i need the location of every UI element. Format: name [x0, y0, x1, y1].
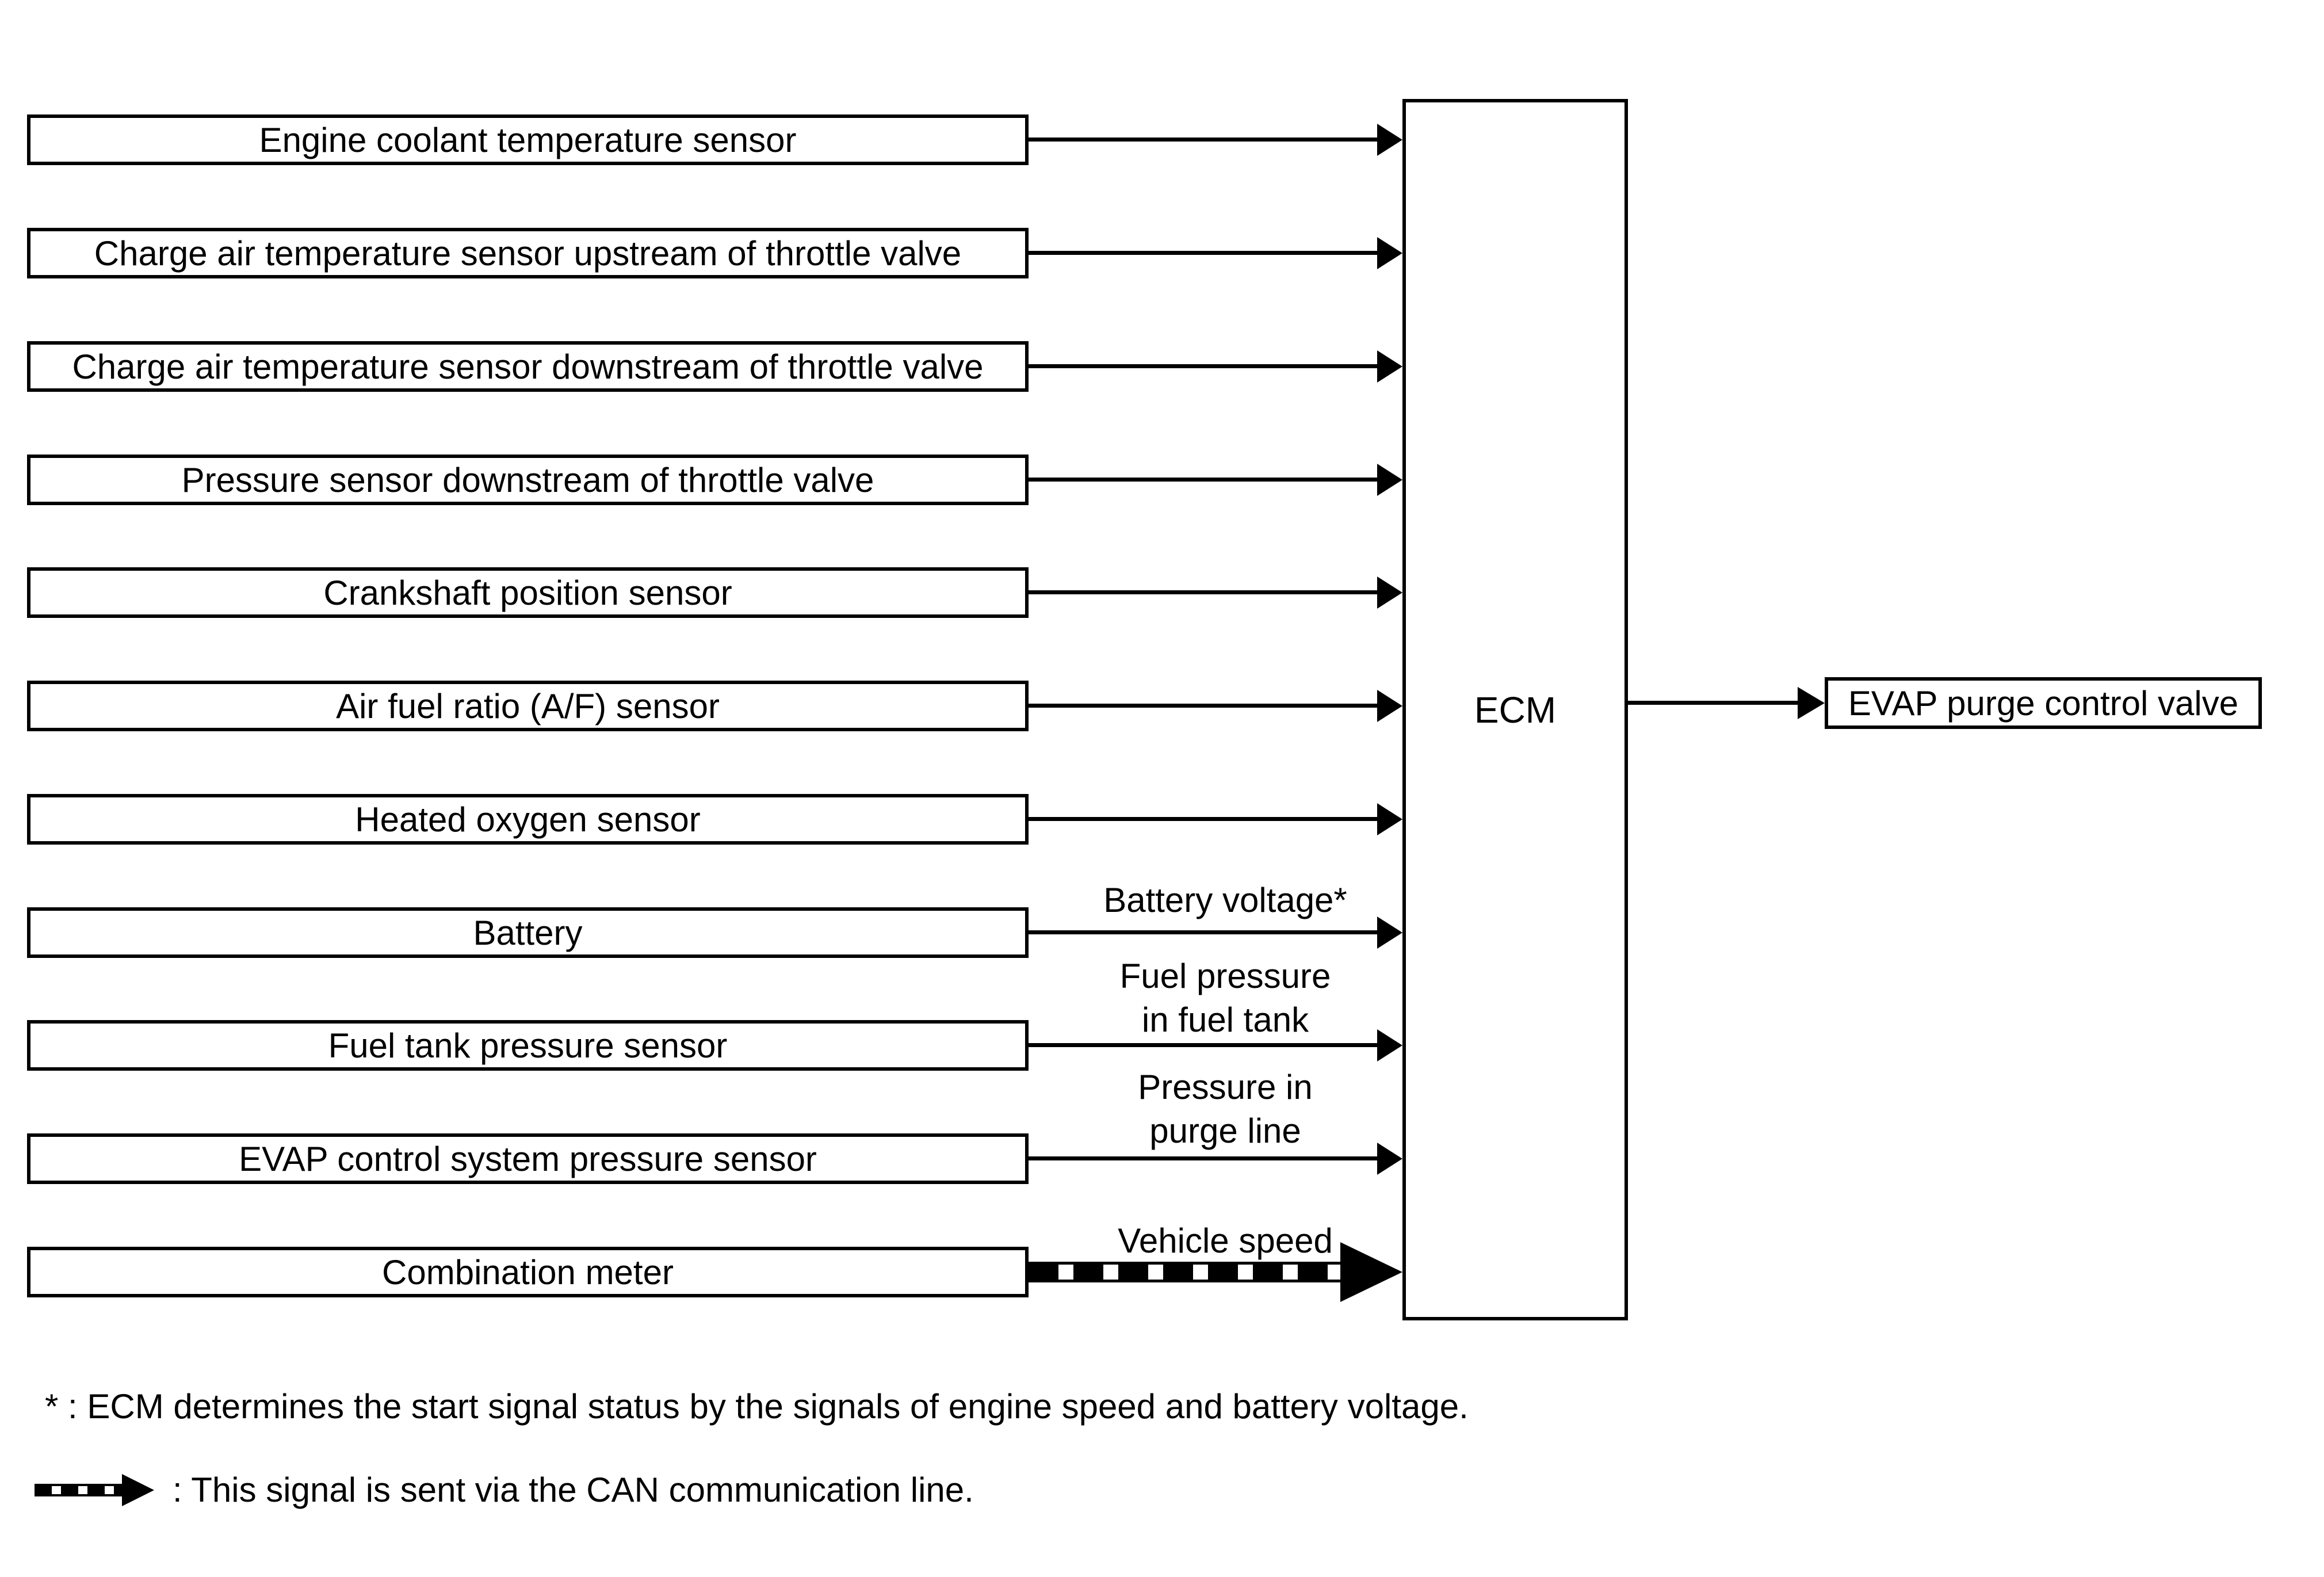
- arrow-pressure-sensor-to-ecm: [1029, 478, 1378, 482]
- arrowhead-icon: [1377, 803, 1402, 835]
- arrowhead-icon: [1377, 576, 1402, 609]
- arrowhead-icon: [1377, 1143, 1402, 1175]
- box-label: Engine coolant temperature sensor: [259, 120, 797, 159]
- box-evap-purge-control-valve: EVAP purge control valve: [1825, 677, 2262, 729]
- arrow-fuel-tank-pressure-to-ecm: [1029, 1043, 1378, 1047]
- signal-label-fuel-pressure: Fuel pressure in fuel tank: [1119, 957, 1331, 1039]
- box-charge-air-temp-sensor-downstream: Charge air temperature sensor downstream…: [27, 341, 1029, 392]
- signal-label-battery-voltage: Battery voltage*: [1103, 881, 1347, 919]
- arrow-engine-coolant-to-ecm: [1029, 138, 1378, 142]
- box-ecm: ECM: [1402, 99, 1628, 1320]
- can-legend-arrow-icon: [35, 1484, 122, 1496]
- box-label: Crankshaft position sensor: [323, 573, 732, 612]
- arrow-heated-oxygen-to-ecm: [1029, 817, 1378, 821]
- can-arrowhead-icon: [1340, 1242, 1402, 1302]
- box-pressure-sensor-downstream: Pressure sensor downstream of throttle v…: [27, 455, 1029, 505]
- can-legend-arrowhead-icon: [122, 1474, 154, 1506]
- arrowhead-icon: [1377, 690, 1402, 722]
- arrowhead-icon: [1377, 124, 1402, 156]
- arrow-crankshaft-to-ecm: [1029, 590, 1378, 594]
- box-engine-coolant-temperature-sensor: Engine coolant temperature sensor: [27, 114, 1029, 165]
- box-label: Air fuel ratio (A/F) sensor: [336, 686, 720, 726]
- arrowhead-icon: [1377, 1029, 1402, 1061]
- arrowhead-icon: [1377, 350, 1402, 383]
- box-evap-control-system-pressure-sensor: EVAP control system pressure sensor: [27, 1133, 1029, 1184]
- box-label: Battery: [473, 913, 583, 952]
- box-label: EVAP purge control valve: [1848, 684, 2239, 723]
- footnote-can: : This signal is sent via the CAN commun…: [173, 1471, 974, 1509]
- box-battery: Battery: [27, 907, 1029, 958]
- arrowhead-icon: [1377, 464, 1402, 496]
- arrow-evap-pressure-to-ecm: [1029, 1156, 1378, 1160]
- box-label: Charge air temperature sensor upstream o…: [94, 234, 962, 273]
- arrowhead-icon: [1377, 917, 1402, 949]
- box-fuel-tank-pressure-sensor: Fuel tank pressure sensor: [27, 1020, 1029, 1071]
- box-label: Pressure sensor downstream of throttle v…: [181, 460, 874, 499]
- can-arrow-combination-meter-to-ecm: [1029, 1262, 1340, 1282]
- arrow-battery-to-ecm: [1029, 930, 1378, 934]
- box-combination-meter: Combination meter: [27, 1247, 1029, 1297]
- box-heated-oxygen-sensor: Heated oxygen sensor: [27, 794, 1029, 845]
- box-label: Heated oxygen sensor: [355, 800, 701, 839]
- ecm-label: ECM: [1474, 689, 1557, 731]
- box-charge-air-temp-sensor-upstream: Charge air temperature sensor upstream o…: [27, 228, 1029, 278]
- box-label: EVAP control system pressure sensor: [239, 1139, 817, 1178]
- arrow-air-fuel-ratio-to-ecm: [1029, 704, 1378, 708]
- box-label: Combination meter: [382, 1253, 674, 1292]
- box-crankshaft-position-sensor: Crankshaft position sensor: [27, 567, 1029, 618]
- arrow-charge-air-upstream-to-ecm: [1029, 251, 1378, 255]
- box-label: Charge air temperature sensor downstream…: [72, 347, 984, 386]
- box-label: Fuel tank pressure sensor: [328, 1026, 728, 1065]
- footnote-star: * : ECM determines the start signal stat…: [45, 1387, 1469, 1426]
- arrowhead-icon: [1377, 237, 1402, 269]
- arrowhead-icon: [1798, 687, 1825, 719]
- box-air-fuel-ratio-sensor: Air fuel ratio (A/F) sensor: [27, 681, 1029, 731]
- signal-label-pressure-in-purge-line: Pressure in purge line: [1138, 1068, 1313, 1150]
- arrow-charge-air-downstream-to-ecm: [1029, 364, 1378, 368]
- signal-label-vehicle-speed: Vehicle speed: [1118, 1221, 1333, 1260]
- arrow-ecm-to-evap-purge-valve: [1628, 701, 1798, 705]
